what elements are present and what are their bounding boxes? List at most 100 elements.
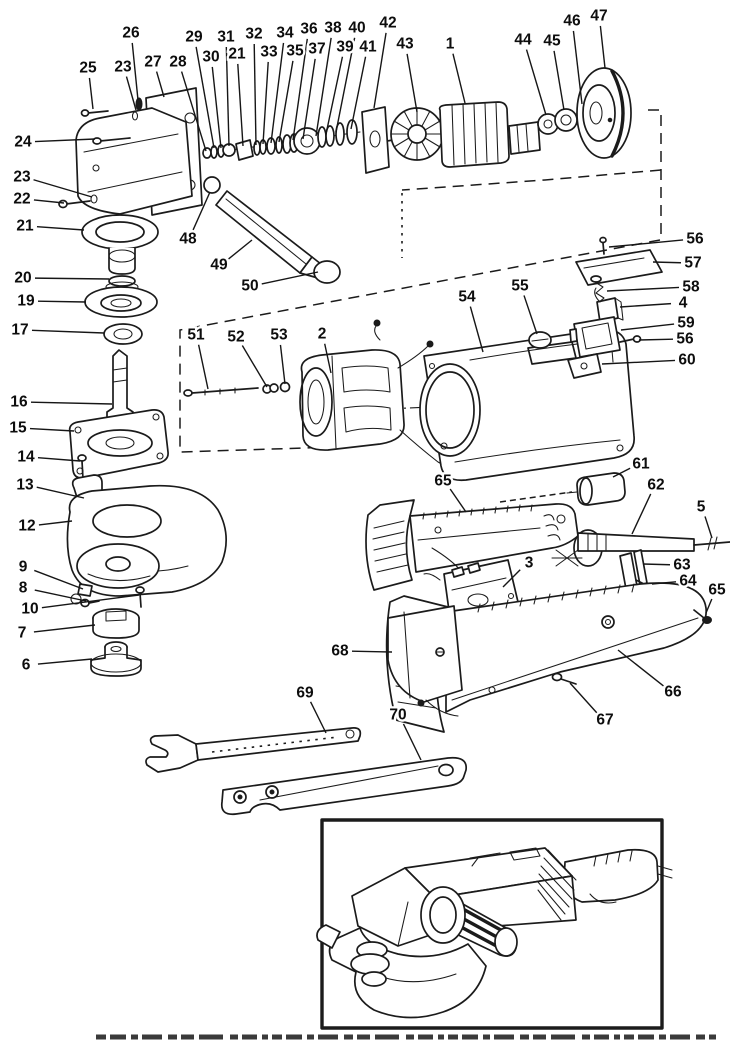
leader-line-41 bbox=[350, 56, 367, 130]
screw-56-top-drawing bbox=[599, 236, 607, 255]
part-number-25: 25 bbox=[79, 60, 97, 77]
side-handle-drawing bbox=[203, 176, 341, 284]
leader-line-70 bbox=[402, 723, 422, 761]
leader-line-62 bbox=[631, 493, 652, 535]
part-number-58: 58 bbox=[682, 279, 700, 296]
leader-line-59 bbox=[620, 323, 675, 331]
backing-plate-drawing bbox=[76, 543, 160, 589]
part-number-55: 55 bbox=[511, 278, 529, 295]
part-number-2: 2 bbox=[318, 326, 327, 343]
leader-line-57 bbox=[652, 261, 682, 264]
leader-line-67 bbox=[569, 682, 598, 714]
leader-line-30 bbox=[211, 66, 222, 149]
leader-line-27 bbox=[155, 71, 165, 98]
part-number-20: 20 bbox=[14, 270, 31, 287]
part-number-21: 21 bbox=[228, 46, 246, 63]
part-number-43: 43 bbox=[396, 36, 414, 53]
screw-23b-drawing bbox=[90, 194, 98, 204]
part-number-35: 35 bbox=[286, 43, 304, 60]
part-number-9: 9 bbox=[19, 559, 28, 576]
leader-line-36 bbox=[292, 38, 308, 141]
part-number-66: 66 bbox=[664, 684, 682, 701]
part-number-3: 3 bbox=[525, 555, 534, 572]
wheel-guard-drawing bbox=[66, 474, 227, 677]
bearing-45-drawing bbox=[554, 108, 578, 132]
spindle-parts-drawing bbox=[68, 214, 169, 480]
part-number-13: 13 bbox=[16, 477, 34, 494]
armature-assembly-drawing bbox=[361, 67, 632, 174]
part-number-15: 15 bbox=[9, 420, 27, 437]
part-number-28: 28 bbox=[169, 54, 187, 71]
part-number-44: 44 bbox=[514, 32, 532, 49]
leader-line-5 bbox=[704, 516, 713, 539]
assembled-grinder-inset bbox=[316, 818, 673, 1030]
leader-line-10 bbox=[41, 594, 140, 609]
part-number-8: 8 bbox=[19, 580, 28, 597]
part-number-48: 48 bbox=[179, 231, 197, 248]
leader-line-35 bbox=[278, 60, 294, 143]
part-number-22: 22 bbox=[13, 191, 30, 208]
pin-23-drawing bbox=[131, 111, 139, 121]
part-number-10: 10 bbox=[21, 601, 38, 618]
part-number-26: 26 bbox=[122, 25, 140, 42]
leader-line-61 bbox=[612, 467, 631, 478]
part-number-46: 46 bbox=[563, 13, 581, 30]
leader-line-46 bbox=[572, 30, 583, 105]
plate-19-drawing bbox=[84, 286, 158, 318]
stator-2-drawing bbox=[299, 319, 458, 466]
leader-line-68 bbox=[351, 650, 393, 653]
leader-line-6 bbox=[37, 658, 93, 665]
part-number-61: 61 bbox=[632, 456, 650, 473]
part-number-17: 17 bbox=[11, 322, 28, 339]
part-number-65: 65 bbox=[434, 473, 452, 490]
leader-line-21 bbox=[237, 63, 244, 147]
leader-line-31 bbox=[225, 46, 230, 147]
leader-line-25 bbox=[88, 77, 94, 110]
screw-56b-drawing bbox=[619, 335, 642, 343]
leader-line-51 bbox=[197, 344, 209, 390]
part-number-19: 19 bbox=[17, 293, 35, 310]
spring-58-drawing bbox=[590, 275, 605, 304]
handle-top-half-drawing bbox=[365, 499, 579, 591]
leader-line-58 bbox=[606, 286, 680, 292]
leader-line-50 bbox=[261, 271, 319, 285]
leader-line-28 bbox=[180, 71, 207, 152]
leader-line-63 bbox=[642, 563, 671, 566]
part-number-12: 12 bbox=[18, 518, 35, 535]
leader-line-8 bbox=[34, 589, 87, 602]
part-number-23: 23 bbox=[114, 59, 132, 76]
brush-holder-59-drawing bbox=[569, 316, 621, 358]
terminal-60-drawing bbox=[567, 353, 602, 379]
leader-line-15 bbox=[29, 427, 75, 432]
leader-line-43 bbox=[406, 53, 418, 113]
part-number-36: 36 bbox=[300, 21, 318, 38]
capacitor-drawing bbox=[566, 472, 626, 506]
power-cord-drawing bbox=[551, 529, 730, 592]
leader-line-17 bbox=[31, 329, 105, 334]
part-number-50: 50 bbox=[241, 278, 258, 295]
leader-line-48 bbox=[192, 191, 211, 231]
cord-5-drawing bbox=[693, 536, 730, 551]
screw-51-drawing bbox=[183, 387, 259, 397]
part-number-30: 30 bbox=[202, 49, 219, 66]
leader-line-39 bbox=[325, 56, 344, 135]
leader-line-65 bbox=[705, 598, 713, 614]
leader-line-66 bbox=[617, 649, 664, 687]
leader-line-29 bbox=[195, 46, 215, 149]
leader-line-44 bbox=[525, 49, 547, 116]
part-number-7: 7 bbox=[18, 625, 27, 642]
leader-line-19 bbox=[37, 300, 87, 303]
part-number-70: 70 bbox=[389, 707, 406, 724]
leader-line-52 bbox=[241, 345, 268, 388]
part-number-14: 14 bbox=[17, 449, 35, 466]
handle-bar-49-drawing bbox=[215, 190, 313, 274]
leader-line-4 bbox=[619, 302, 672, 308]
cover-plate-drawing bbox=[387, 605, 463, 717]
part-number-41: 41 bbox=[359, 39, 377, 56]
fan-43-drawing bbox=[390, 107, 444, 161]
leader-line-26 bbox=[131, 42, 139, 101]
part-number-56: 56 bbox=[676, 331, 694, 348]
leader-line-38 bbox=[315, 37, 332, 137]
leader-line-12 bbox=[38, 520, 73, 526]
